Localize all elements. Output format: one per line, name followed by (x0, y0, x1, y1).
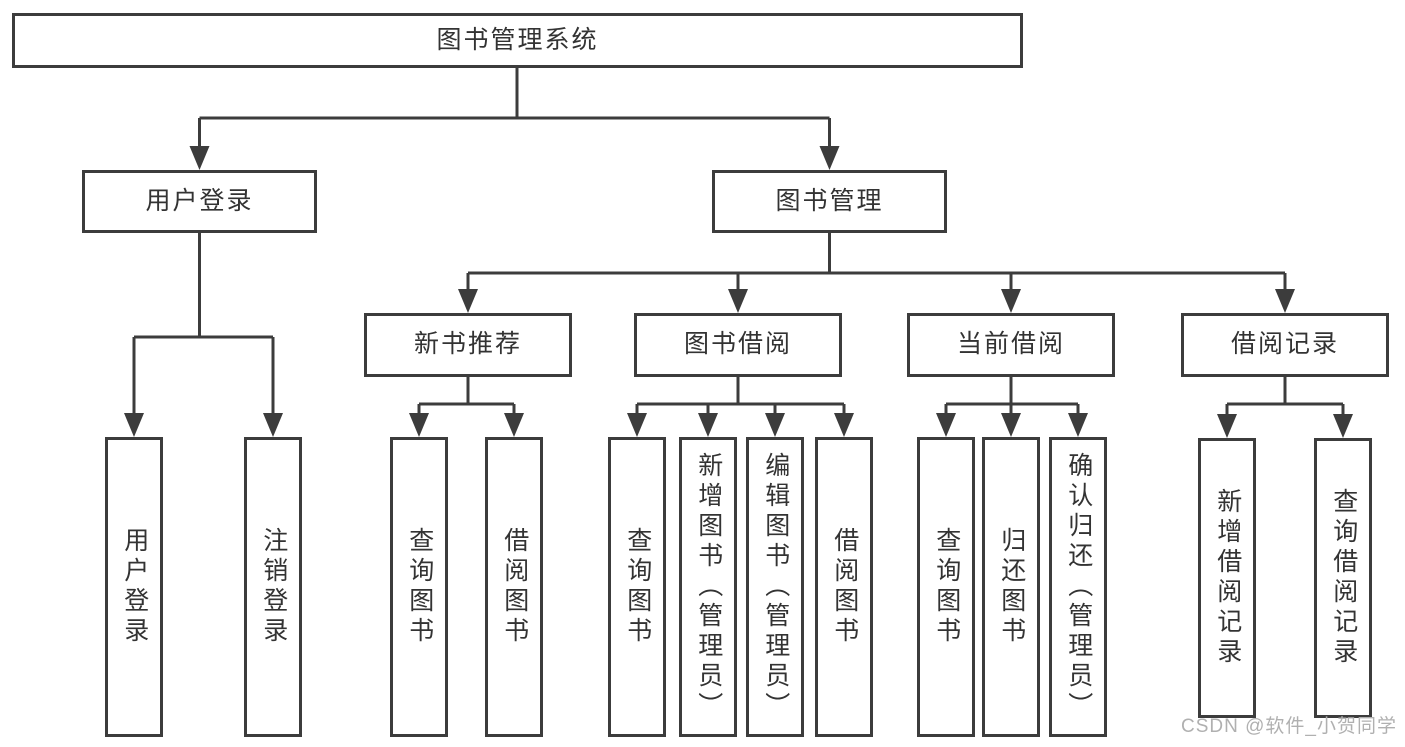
leaf-nbr-borrow-books-label: 借阅图书 (500, 527, 529, 647)
leaf-bb-query-books: 查询图书 (608, 437, 666, 737)
leaf-cb-query-books-label: 查询图书 (932, 527, 961, 647)
edge-book-mgmt-to-level3 (458, 233, 1295, 313)
node-root: 图书管理系统 (12, 13, 1023, 68)
leaf-cb-return-books: 归还图书 (982, 437, 1040, 737)
leaf-nbr-query-books-label: 查询图书 (405, 527, 434, 647)
leaf-br-add-record-label: 新增借阅记录 (1213, 488, 1242, 668)
leaf-bb-add-books-admin: 新增图书（管理员） (679, 437, 737, 737)
leaf-br-add-record: 新增借阅记录 (1198, 438, 1256, 718)
leaf-bb-edit-books-admin: 编辑图书（管理员） (746, 437, 804, 737)
node-user-login-label: 用户登录 (145, 186, 254, 215)
node-book-mgmt-label: 图书管理 (775, 186, 884, 215)
leaf-br-query-record-label: 查询借阅记录 (1329, 488, 1358, 668)
edge-user-login-to-leaves (124, 233, 283, 437)
edge-current-borrow-to-leaves (936, 377, 1088, 437)
node-new-book-rec: 新书推荐 (364, 313, 572, 377)
leaf-cb-confirm-return-admin: 确认归还（管理员） (1049, 437, 1107, 737)
node-book-borrow: 图书借阅 (634, 313, 842, 377)
leaf-br-query-record: 查询借阅记录 (1314, 438, 1372, 718)
node-new-book-rec-label: 新书推荐 (413, 330, 522, 359)
leaf-bb-query-books-label: 查询图书 (623, 527, 652, 647)
leaf-cb-return-books-label: 归还图书 (997, 527, 1026, 647)
node-borrow-records: 借阅记录 (1181, 313, 1389, 377)
leaf-user-login: 用户登录 (105, 437, 163, 737)
edge-borrow-records-to-leaves (1217, 377, 1353, 438)
node-root-label: 图书管理系统 (436, 25, 599, 54)
node-book-mgmt: 图书管理 (712, 170, 947, 233)
edge-root-to-level2 (189, 68, 840, 170)
leaf-bb-edit-books-admin-label: 编辑图书（管理员） (761, 452, 790, 722)
node-user-login: 用户登录 (82, 170, 317, 233)
leaf-user-login-label: 用户登录 (120, 527, 149, 647)
edge-new-book-rec-to-leaves (409, 377, 524, 437)
csdn-watermark: CSDN @软件_小贺同学 (1181, 716, 1397, 737)
node-book-borrow-label: 图书借阅 (683, 330, 792, 359)
edge-book-borrow-to-leaves (627, 377, 854, 437)
leaf-bb-add-books-admin-label: 新增图书（管理员） (694, 452, 723, 722)
leaf-cb-confirm-return-admin-label: 确认归还（管理员） (1064, 452, 1093, 722)
leaf-bb-borrow-books: 借阅图书 (815, 437, 873, 737)
leaf-bb-borrow-books-label: 借阅图书 (830, 527, 859, 647)
leaf-logout: 注销登录 (244, 437, 302, 737)
node-borrow-records-label: 借阅记录 (1230, 330, 1339, 359)
leaf-nbr-borrow-books: 借阅图书 (485, 437, 543, 737)
node-current-borrow-label: 当前借阅 (956, 330, 1065, 359)
node-current-borrow: 当前借阅 (907, 313, 1115, 377)
leaf-nbr-query-books: 查询图书 (390, 437, 448, 737)
leaf-logout-label: 注销登录 (259, 527, 288, 647)
leaf-cb-query-books: 查询图书 (917, 437, 975, 737)
